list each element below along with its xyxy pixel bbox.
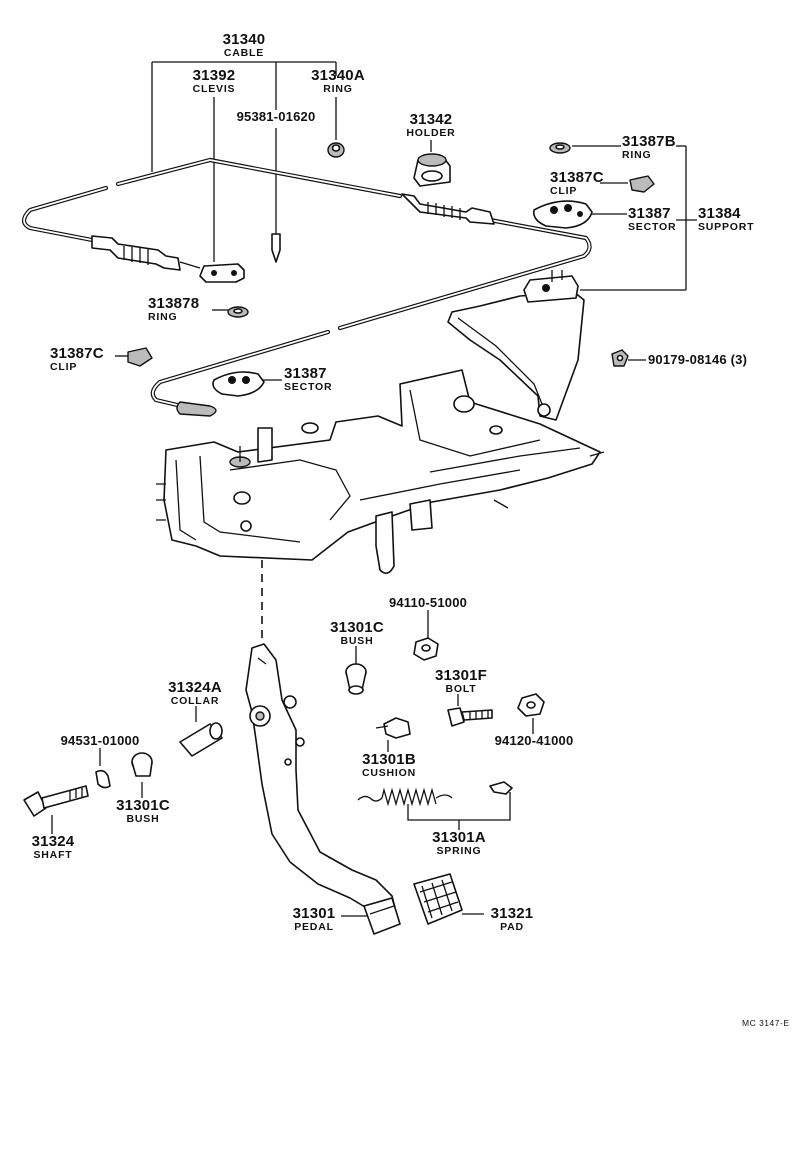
nut-part-94120 [517,693,545,717]
collar-part [179,722,223,757]
part-name: SECTOR [284,381,333,393]
support-bracket-part [447,270,585,421]
part-name: CABLE [223,47,265,59]
part-number: 31387 [628,205,671,222]
part-number: 90179-08146 (3) [648,352,748,367]
pedal-arm-part [245,643,401,935]
part-number: 31301A [432,829,486,846]
holder-part [413,153,451,187]
label-31301C-bottom: 31301C BUSH [112,798,174,825]
label-90179-08146: 90179-08146 (3) [648,353,768,366]
label-94110-51000: 94110-51000 [378,596,478,609]
part-name: RING [148,311,178,323]
label-31324: 31324 SHAFT [24,834,82,861]
part-number: 31301 [292,905,336,922]
spring-part [357,781,513,807]
part-number: 94110-51000 [388,595,468,610]
clip-part-top [629,175,655,193]
part-name: CLIP [550,185,578,197]
label-94531-01000: 94531-01000 [50,734,150,747]
shaft-part [23,785,89,817]
part-number: 31321 [490,905,534,922]
part-name: CLIP [50,361,78,373]
part-number: 31301B [362,751,416,768]
part-number: 94120-41000 [494,733,574,748]
part-number: 31324 [31,833,75,850]
label-31342: 31342 HOLDER [400,112,462,139]
part-name: CLEVIS [192,83,236,95]
part-number: 31392 [192,67,236,84]
part-name: SUPPORT [698,221,755,233]
part-name: RING [622,149,652,161]
nut-part-90179 [611,349,629,367]
label-31387B: 31387B RING [622,134,692,161]
label-31387C-left: 31387C CLIP [50,346,116,373]
part-number: 31384 [698,205,741,222]
label-313878: 313878 RING [148,296,212,323]
label-31340: 31340 CABLE [214,32,274,59]
label-31340A: 31340A RING [304,68,372,95]
part-number: 31387C [50,345,104,362]
bush-part-bottom [131,752,153,777]
part-name: SHAFT [33,849,73,861]
nut-part-94110 [413,637,439,661]
part-name: HOLDER [406,127,456,139]
part-name: SECTOR [628,221,677,233]
part-name: CUSHION [361,767,417,779]
part-number: 31387B [622,133,676,150]
label-31301A: 31301A SPRING [426,830,492,857]
label-31384: 31384 SUPPORT [698,206,778,233]
cushion-part [375,717,411,739]
label-31301: 31301 PEDAL [286,906,342,933]
label-31301F: 31301F BOLT [428,668,494,695]
part-name: COLLAR [170,695,220,707]
bush-part-top [345,663,367,695]
part-name: BUSH [340,635,374,647]
sector-part-top [532,200,593,229]
clevis-part [179,261,245,283]
part-name: RING [323,83,353,95]
part-name: PAD [500,921,524,933]
label-94120-41000: 94120-41000 [484,734,584,747]
bolt-part [447,707,493,727]
label-31324A: 31324A COLLAR [162,680,228,707]
part-number: 31342 [409,111,453,128]
part-number: 31301F [434,667,488,684]
part-number: 31301C [330,619,384,636]
part-number: 31340A [311,67,365,84]
part-name: BOLT [445,683,477,695]
label-31387-mid: 31387 SECTOR [284,366,348,393]
label-31301C-top: 31301C BUSH [326,620,388,647]
figure-code: MC 3147-E [742,1018,790,1028]
part-number: 31387 [284,365,327,382]
part-number: 94531-01000 [60,733,140,748]
pedal-bracket-part [156,369,605,574]
pin-part [271,233,281,263]
part-number: 31301C [116,797,170,814]
part-number: 31324A [168,679,222,696]
part-number: 95381-01620 [236,109,316,124]
ring-part-313878 [227,306,249,318]
label-31387-top: 31387 SECTOR [628,206,690,233]
sector-part-mid [212,371,265,397]
clip-part-left [127,347,153,367]
washer-part-94531 [95,769,111,789]
label-95381-01620: 95381-01620 [226,110,326,123]
part-number: 31387C [550,169,604,186]
ring-part-31340a [327,142,345,158]
ring-part-31387b [549,142,571,154]
part-name: PEDAL [294,921,334,933]
part-number: 313878 [148,295,200,312]
part-number: 31340 [222,31,266,48]
part-name: BUSH [126,813,160,825]
pedal-pad-part [413,873,463,925]
part-name: SPRING [436,845,482,857]
clutch-cable [21,157,592,417]
label-31392: 31392 CLEVIS [184,68,244,95]
leader-lines [51,61,697,917]
label-31321: 31321 PAD [484,906,540,933]
label-31301B: 31301B CUSHION [356,752,422,779]
label-31387C-top: 31387C CLIP [550,170,614,197]
